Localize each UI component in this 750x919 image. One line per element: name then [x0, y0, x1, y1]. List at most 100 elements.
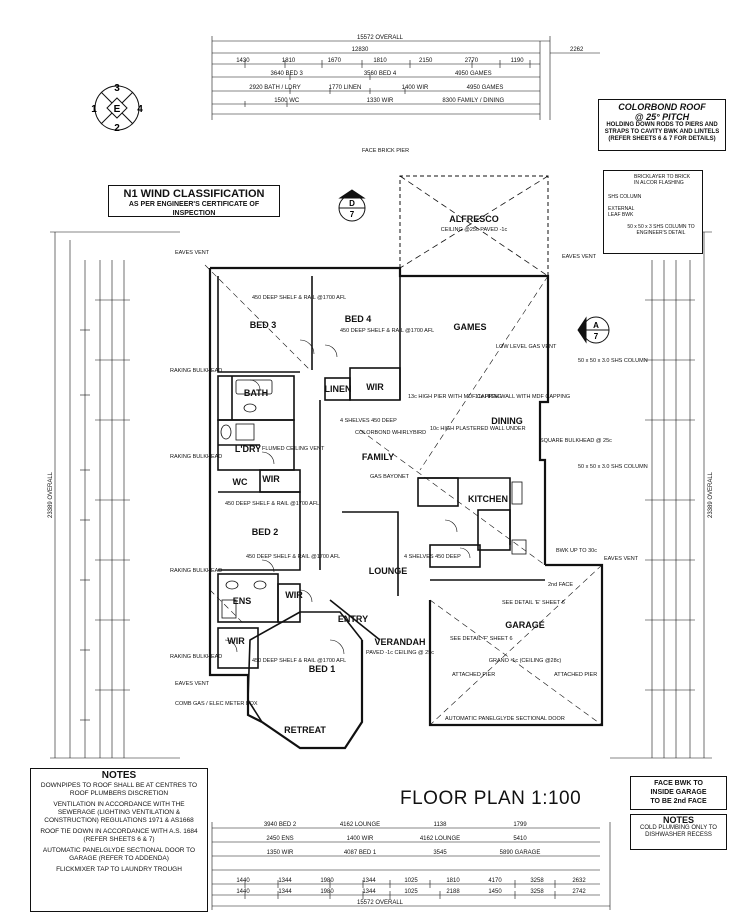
- dim-bot3-0: 1350 WIR: [267, 850, 294, 856]
- dim-bot2-2: 4162 LOUNGE: [420, 836, 460, 842]
- note-item-3: ROOF TIE DOWN IN ACCORDANCE WITH A.S. 16…: [40, 828, 198, 843]
- notes2-title: NOTES: [662, 815, 694, 825]
- section-marker-a: [577, 316, 610, 344]
- shelves-note: 4 SHELVES 450 DEEP: [340, 418, 397, 424]
- note-item-2: VENTILATION IN ACCORDANCE WITH THE SEWER…: [44, 801, 194, 824]
- notes-title: NOTES: [101, 770, 137, 781]
- face-bwk-line-2: INSIDE GARAGE: [650, 789, 707, 796]
- dim-bot2-0: 2450 ENS: [266, 836, 293, 842]
- room-bed4: BED 4: [345, 314, 372, 324]
- eaves-vent-bottom: EAVES VENT: [175, 681, 210, 687]
- dim-top1-4: 2150: [419, 58, 433, 64]
- dim-right-width: 2262: [570, 47, 584, 53]
- attached-pier-right: ATTACHED PIER: [554, 672, 597, 678]
- garage-finish: GRANO -1c (CEILING @28c): [489, 658, 562, 664]
- compass-south: 2: [114, 123, 120, 134]
- room-wc: WC: [233, 477, 248, 487]
- room-games: GAMES: [453, 322, 486, 332]
- note-item-1: DOWNPIPES TO ROOF SHALL BE AT CENTRES TO…: [40, 782, 198, 797]
- room-garage: GARAGE: [505, 620, 545, 630]
- room-entry: ENTRY: [338, 614, 368, 624]
- room-bath: BATH: [244, 388, 268, 398]
- dim-top1-3: 1810: [373, 58, 387, 64]
- room-wir-bed2: WIR: [262, 474, 280, 484]
- notes-box: NOTES DOWNPIPES TO ROOF SHALL BE AT CENT…: [30, 768, 208, 912]
- dim-bot4-3: 1344: [362, 878, 376, 884]
- brick-detail-shs: SHS COLUMN: [608, 194, 642, 200]
- bed4-shelf-note: 450 DEEP SHELF & RAIL @1700 AFL: [340, 328, 434, 334]
- overall-top: 15572 OVERALL: [357, 35, 404, 41]
- dimension-text: 15572 OVERALL 12830 2262 15572 OVERALL 2…: [48, 35, 714, 906]
- roof-title: COLORBOND ROOF: [618, 102, 706, 112]
- room-family: FAMILY: [362, 452, 394, 462]
- face-brick-pier: FACE BRICK PIER: [362, 148, 409, 154]
- annotation-labels: 450 DEEP SHELF & RAIL @1700 AFL 450 DEEP…: [170, 148, 648, 722]
- panelglyde-note: AUTOMATIC PANELGLYDE SECTIONAL DOOR: [445, 716, 565, 722]
- dim-top4-2: 8300 FAMILY / DINING: [442, 98, 504, 104]
- dim-bot5-1: 1344: [278, 889, 292, 895]
- dim-bot2-3: 5410: [513, 836, 527, 842]
- room-dining: DINING: [491, 416, 523, 426]
- roof-line-2: STRAPS TO CAVITY BWK AND LINTELS: [604, 129, 720, 135]
- see-detail-e: SEE DETAIL 'E' SHEET 6: [502, 600, 565, 606]
- bed2-shelf-note: 450 DEEP SHELF & RAIL @1700 AFL: [225, 501, 319, 507]
- room-alfresco: ALFRESCO: [449, 214, 499, 224]
- room-bed1: BED 1: [309, 664, 336, 674]
- raking-bulkhead-3: RAKING BULKHEAD: [170, 568, 222, 574]
- notes2-text: COLD PLUMBING ONLY TO DISHWASHER RECESS: [640, 825, 717, 838]
- overall-bottom: 15572 OVERALL: [357, 900, 404, 906]
- verandah-finish: PAVED -1c CEILING @ 25c: [366, 650, 434, 656]
- note-item-5: FLICKMIXER TAP TO LAUNDRY TROUGH: [56, 866, 182, 873]
- dim-bot5-8: 2742: [572, 889, 586, 895]
- room-bed3: BED 3: [250, 320, 277, 330]
- high-wall-note: 11c HIGH WALL WITH MDF CAPPING: [475, 394, 570, 400]
- overall-left: 23389 OVERALL: [48, 471, 54, 518]
- raking-bulkhead-4: RAKING BULKHEAD: [170, 654, 222, 660]
- plastered-wall-note: 10c HIGH PLASTERED WALL UNDER: [430, 426, 526, 432]
- room-kitchen: KITCHEN: [468, 494, 508, 504]
- raking-bulkhead-1: RAKING BULKHEAD: [170, 368, 222, 374]
- wind-subtitle: AS PER ENGINEER'S CERTIFICATE OF INSPECT…: [128, 201, 260, 217]
- brick-detail-box: BRICKLAYER TO BRICK IN ALCOR FLASHING SH…: [603, 170, 703, 254]
- wind-classification-box: N1 WIND CLASSIFICATION AS PER ENGINEER'S…: [108, 185, 280, 217]
- room-wir-ens: WIR: [285, 590, 303, 600]
- compass-west: 1: [91, 104, 97, 115]
- drawing-title: FLOOR PLAN 1:100: [400, 788, 582, 809]
- bed1-shelf-note: 450 DEEP SHELF & RAIL @1700 AFL: [252, 658, 346, 664]
- dim-top1-0: 1430: [236, 58, 250, 64]
- section-d-letter: D: [349, 199, 355, 208]
- section-marker-labels: D 7 A 7: [349, 199, 599, 341]
- roof-line-3: (REFER SHEETS 6 & 7 FOR DETAILS): [608, 136, 716, 142]
- ens-shelf-note: 450 DEEP SHELF & RAIL @1700 AFL: [246, 554, 340, 560]
- dim-bot4-5: 1810: [446, 878, 460, 884]
- room-labels: ALFRESCO CEILING @25c PAVED -1c GAMES BE…: [227, 214, 561, 735]
- dim-bot5-7: 3258: [530, 889, 544, 895]
- high-pier-note: 13c HIGH PIER WITH MDF CAPPING: [408, 394, 502, 400]
- dim-bot1-0: 3940 BED 2: [264, 822, 297, 828]
- compass-labels: 3 4 2 1 E: [91, 83, 143, 134]
- dim-top1-6: 1190: [511, 58, 525, 64]
- flumed-ceiling-note: FLUMED CEILING VENT: [262, 446, 325, 452]
- dim-bot1-3: 1799: [513, 822, 527, 828]
- door-swings: [224, 339, 471, 655]
- compass-north: 3: [114, 83, 120, 94]
- dim-top4-1: 1330 WIR: [367, 98, 394, 104]
- face-bwk-box: FACE BWK TO INSIDE GARAGE TO BE 2nd FACE: [630, 776, 727, 810]
- section-marker-d: [338, 189, 366, 222]
- dimension-lines: [50, 36, 712, 910]
- dim-top2-2: 4950 GAMES: [455, 71, 492, 77]
- room-wir-bed4: WIR: [366, 382, 384, 392]
- dim-top2-1: 3560 BED 4: [364, 71, 397, 77]
- brick-detail-column: 50 x 50 x 3 SHS COLUMN TO ENGINEER'S DET…: [627, 224, 695, 236]
- fixtures: [220, 379, 527, 619]
- dim-bot4-6: 4170: [488, 878, 502, 884]
- dim-top3-2: 1400 WIR: [402, 85, 429, 91]
- square-bulkhead-note: SQUARE BULKHEAD @ 25c: [540, 438, 612, 444]
- room-lounge: LOUNGE: [369, 566, 408, 576]
- dim-bot1-1: 4162 LOUNGE: [340, 822, 380, 828]
- bed3-shelf-note: 450 DEEP SHELF & RAIL @1700 AFL: [252, 295, 346, 301]
- shelves-note-lounge: 4 SHELVES 450 DEEP: [404, 554, 461, 560]
- compass-rose: [94, 85, 140, 131]
- dim-bot4-1: 1344: [278, 878, 292, 884]
- eaves-vent-right: EAVES VENT: [562, 254, 597, 260]
